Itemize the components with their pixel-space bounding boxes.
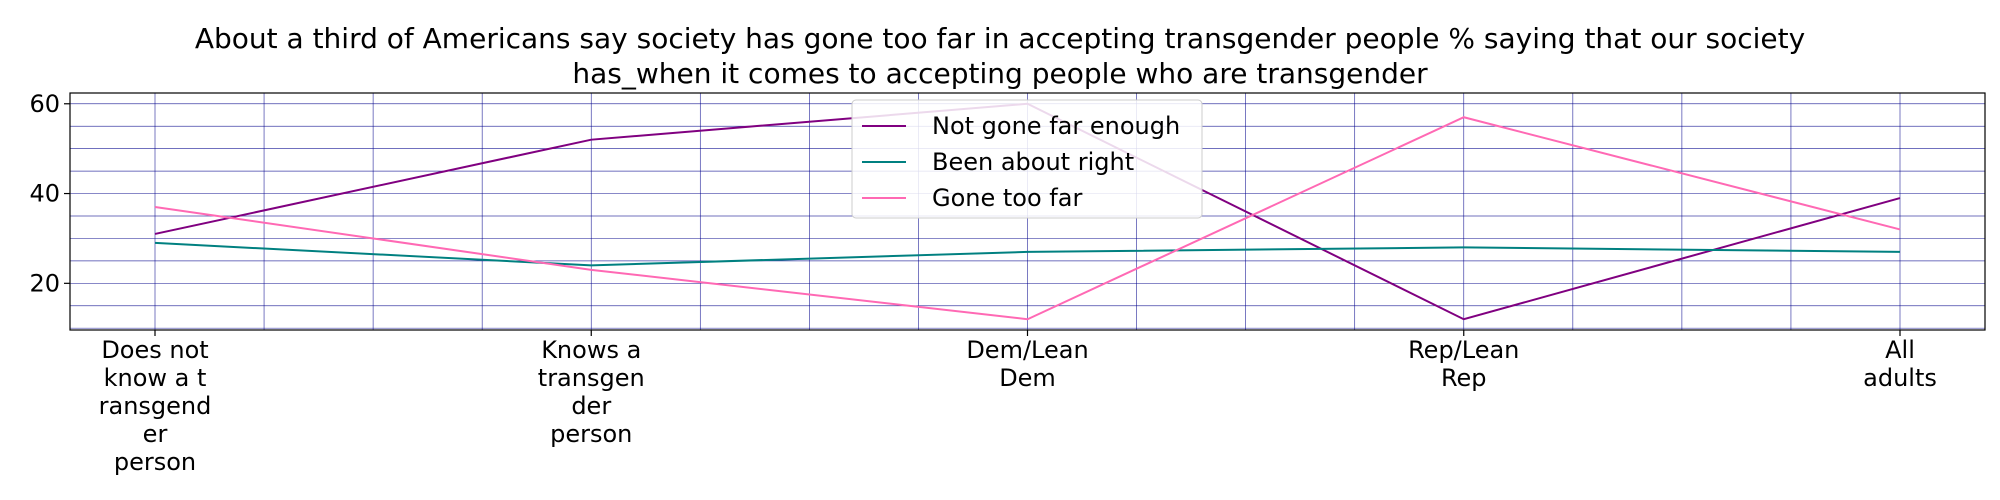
x-tick-label-line: Dem/Lean <box>966 336 1088 364</box>
legend-label-2: Gone too far <box>932 184 1082 212</box>
x-tick-label-line: er <box>143 420 168 448</box>
x-tick-label-line: der <box>571 392 611 420</box>
series-line-1 <box>154 241 1901 267</box>
legend-box <box>851 99 1203 219</box>
x-tick-label-line: Does not <box>101 336 208 364</box>
x-tick-label-line: Knows a <box>541 336 641 364</box>
x-tick-label-line: All <box>1885 336 1915 364</box>
y-axis: 20 40 60 <box>29 90 70 297</box>
y-tick-label: 20 <box>29 269 60 297</box>
y-tick-label: 60 <box>29 90 60 118</box>
x-tick-label-line: transgen <box>538 364 645 392</box>
legend-label-0: Not gone far enough <box>932 112 1180 140</box>
legend-label-1: Been about right <box>932 148 1134 176</box>
x-tick-label-line: Rep/Lean <box>1408 336 1519 364</box>
x-tick-label-line: adults <box>1863 364 1937 392</box>
x-tick-label-line: know a t <box>104 364 207 392</box>
series-line-2 <box>154 116 1901 321</box>
y-tick-label: 40 <box>29 180 60 208</box>
x-tick-label-line: Dem <box>999 364 1056 392</box>
x-tick-label-line: person <box>550 420 632 448</box>
x-tick-label-line: ransgend <box>99 392 212 420</box>
chart-title-line-1: About a third of Americans say society h… <box>195 22 1805 55</box>
chart-title-line-2: has_when it comes to accepting people wh… <box>572 57 1428 90</box>
x-tick-label-line: Rep <box>1441 364 1487 392</box>
x-tick-label-line: person <box>114 448 196 476</box>
